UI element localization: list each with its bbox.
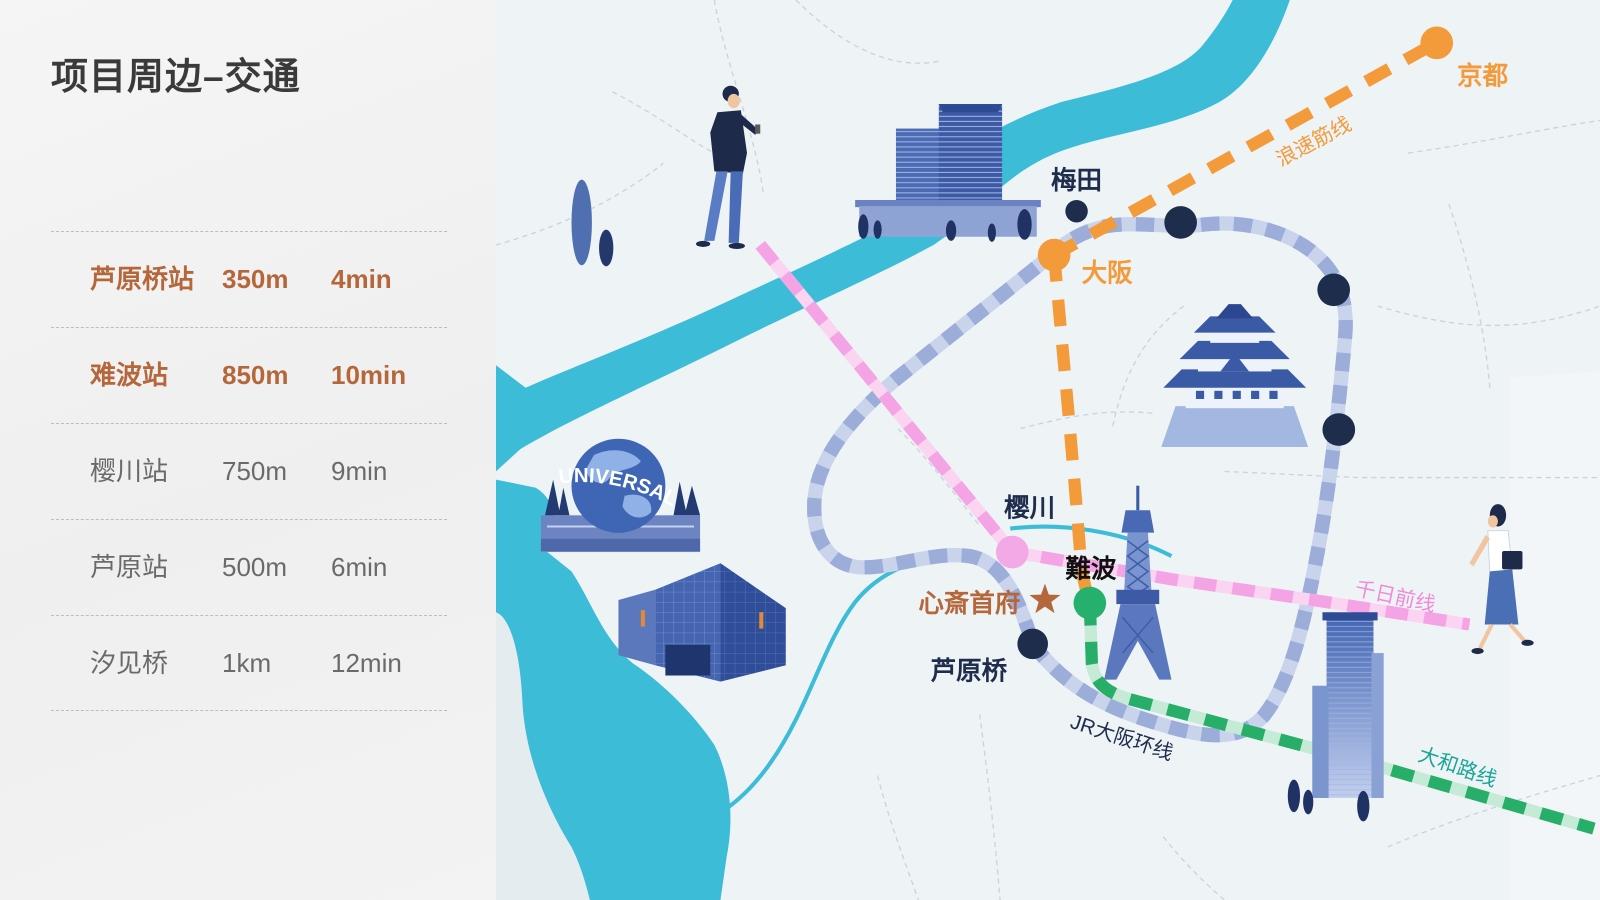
bay-land [496, 612, 590, 900]
abeno-harukas-illustration [1287, 612, 1384, 822]
table-row: 芦原桥站 350m 4min [51, 231, 447, 327]
table-row: 难波站 850m 10min [51, 327, 447, 423]
table-row: 汐见桥 1km 12min [51, 615, 447, 711]
station-time: 4min [331, 264, 392, 294]
loop-station-marker[interactable] [1322, 413, 1356, 446]
station-distance: 500m [222, 552, 288, 582]
station-osaka-marker[interactable] [1037, 238, 1071, 272]
walking-woman-illustration [1469, 504, 1534, 655]
station-time: 12min [331, 648, 402, 678]
station-kyoto-marker[interactable] [1420, 26, 1454, 60]
station-name: 汐见桥 [90, 648, 169, 678]
canal [1010, 524, 1173, 558]
table-row: 芦原站 500m 6min [51, 519, 447, 615]
map-land-zone [1510, 371, 1600, 900]
station-markers [995, 26, 1454, 660]
transit-map: UNIVERSAL [496, 0, 1600, 900]
walking-man-illustration [695, 85, 761, 249]
station-time: 10min [331, 360, 407, 390]
umeda-buildings-illustration [855, 104, 1041, 242]
osaka-castle-illustration [1161, 304, 1309, 447]
station-distance: 1km [222, 648, 272, 678]
universal-globe-illustration: UNIVERSAL [540, 438, 701, 553]
station-distance-table: 芦原桥站 350m 4min 难波站 850m 10min 樱川站 750m 9… [51, 231, 447, 711]
station-name: 芦原桥站 [90, 264, 195, 294]
station-distance: 750m [222, 456, 288, 486]
station-name: 芦原站 [90, 552, 169, 582]
osaka-bay [496, 479, 731, 900]
label-umeda: 梅田 [1051, 166, 1102, 195]
label-kyoto: 京都 [1457, 62, 1508, 91]
loop-station-marker[interactable] [1164, 206, 1197, 239]
naniwasuji-line [1048, 41, 1432, 599]
station-distance: 850m [222, 360, 289, 390]
label-project: 心斎首府 [918, 589, 1020, 618]
kaiyukan-building-illustration [618, 563, 786, 682]
yamatoji-line [1083, 602, 1596, 835]
label-sakuragawa: 樱川 [1004, 494, 1055, 522]
station-sakuragawa-marker[interactable] [995, 535, 1029, 569]
station-name: 难波站 [90, 360, 169, 390]
tsutenkaku-tower-illustration [1104, 485, 1172, 680]
star-icon[interactable] [1029, 583, 1061, 614]
loop-station-marker[interactable] [1317, 273, 1351, 307]
sennichimae-line [755, 241, 1471, 631]
label-osaka: 大阪 [1082, 260, 1133, 288]
tree-illustration [571, 179, 614, 267]
station-distance: 350m [222, 264, 289, 294]
station-ashiharabashi-marker[interactable] [1017, 628, 1048, 660]
label-namba: 難波 [1065, 555, 1116, 584]
label-ashiharabashi: 芦原桥 [931, 657, 1008, 686]
station-name: 樱川站 [90, 456, 169, 486]
table-row: 樱川站 750m 9min [51, 423, 447, 519]
page-title: 项目周边–交通 [51, 56, 301, 97]
info-panel: 项目周边–交通 芦原桥站 350m 4min 难波站 850m 10min 樱川… [0, 0, 496, 900]
road-network [496, 0, 1600, 900]
station-time: 6min [331, 552, 388, 582]
station-time: 9min [331, 456, 388, 486]
station-namba-marker[interactable] [1073, 586, 1107, 620]
station-umeda-marker[interactable] [1065, 200, 1088, 223]
